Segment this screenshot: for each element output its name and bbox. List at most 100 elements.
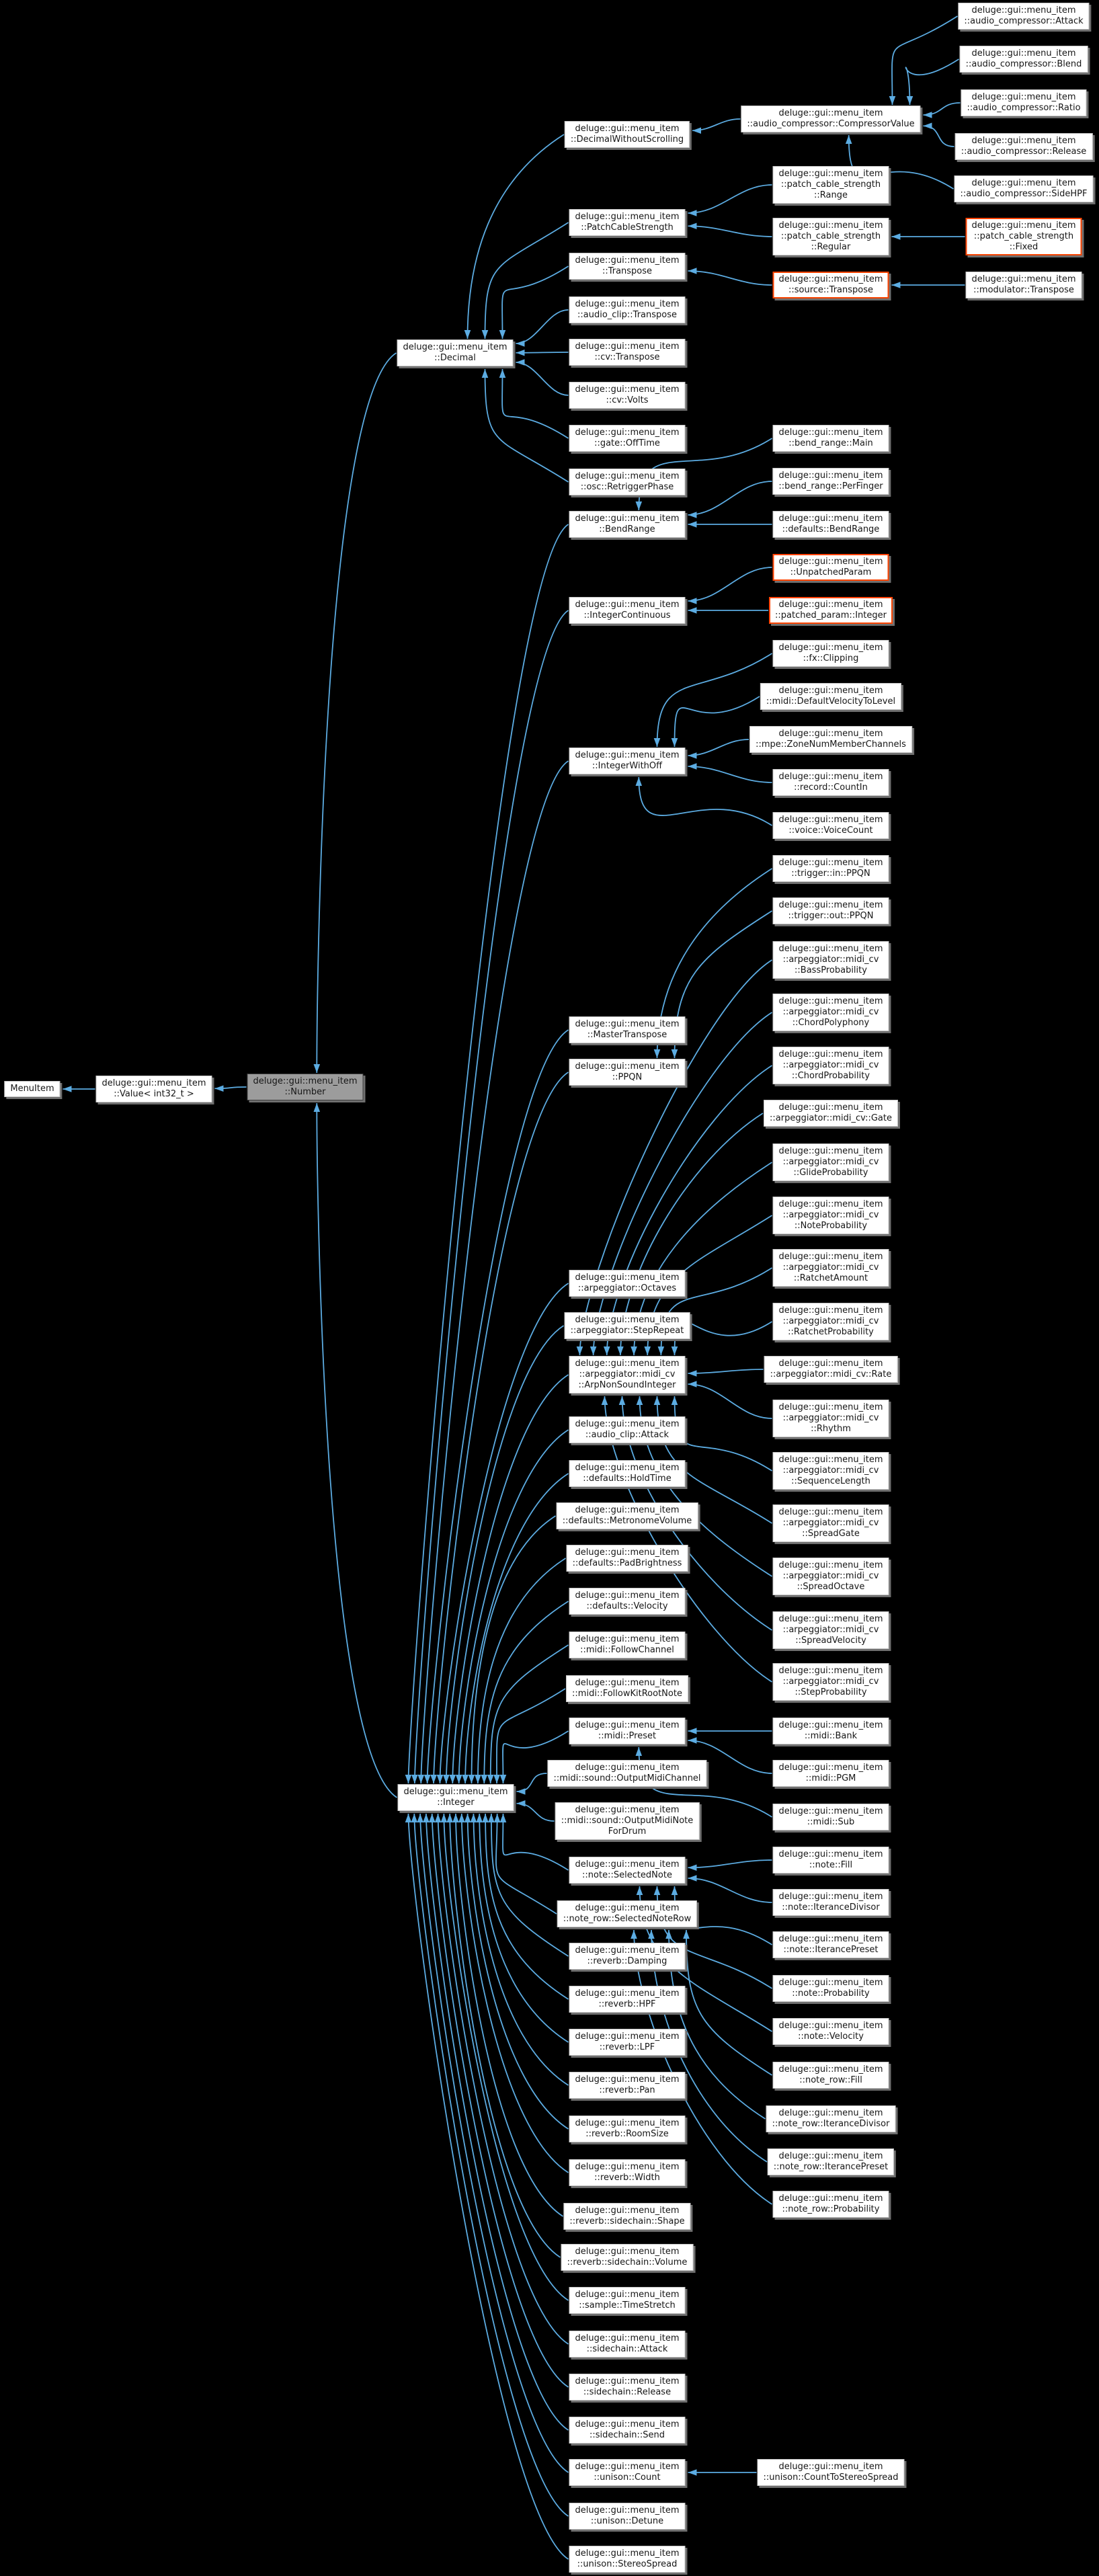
- class-node-src_t[interactable]: deluge::gui::menu_item::source::Transpos…: [772, 272, 889, 298]
- class-node-sc_send[interactable]: deluge::gui::menu_item::sidechain::Send: [569, 2417, 686, 2444]
- class-node-midi_fkrn[interactable]: deluge::gui::menu_item::midi::FollowKitR…: [566, 1675, 688, 1702]
- class-node-amc_ramt[interactable]: deluge::gui::menu_item::arpeggiator::mid…: [772, 1249, 889, 1287]
- class-node-integer[interactable]: deluge::gui::menu_item::Integer: [397, 1784, 514, 1811]
- class-node-aclip_atk[interactable]: deluge::gui::menu_item::audio_clip::Atta…: [569, 1416, 686, 1443]
- class-node-mod_t[interactable]: deluge::gui::menu_item::modulator::Trans…: [965, 272, 1082, 298]
- class-node-note_prob[interactable]: deluge::gui::menu_item::note::Probabilit…: [772, 1975, 889, 2002]
- class-node-note_vel[interactable]: deluge::gui::menu_item::note::Velocity: [772, 2018, 889, 2045]
- class-node-midi_omnfd[interactable]: deluge::gui::menu_item::midi::sound::Out…: [555, 1802, 700, 1840]
- class-node-cv_t[interactable]: deluge::gui::menu_item::cv::Transpose: [569, 339, 686, 366]
- class-node-rev_scs[interactable]: deluge::gui::menu_item::reverb::sidechai…: [563, 2203, 691, 2230]
- class-node-ac_shpf[interactable]: deluge::gui::menu_item::audio_compressor…: [954, 175, 1094, 202]
- class-node-gate_off[interactable]: deluge::gui::menu_item::gate::OffTime: [569, 425, 686, 452]
- class-node-midi_pgm[interactable]: deluge::gui::menu_item::midi::PGM: [772, 1760, 889, 1787]
- class-node-amc_sgate[interactable]: deluge::gui::menu_item::arpeggiator::mid…: [772, 1504, 889, 1542]
- class-node-value[interactable]: deluge::gui::menu_item::Value< int32_t >: [95, 1076, 212, 1102]
- class-node-midi_bank[interactable]: deluge::gui::menu_item::midi::Bank: [772, 1718, 889, 1744]
- class-node-uni_count[interactable]: deluge::gui::menu_item::unison::Count: [569, 2459, 686, 2486]
- class-node-pp_int[interactable]: deluge::gui::menu_item::patched_param::I…: [769, 597, 893, 624]
- class-node-ac_blend[interactable]: deluge::gui::menu_item::audio_compressor…: [959, 46, 1088, 73]
- class-node-midi_preset[interactable]: deluge::gui::menu_item::midi::Preset: [569, 1718, 686, 1744]
- class-node-smp_ts[interactable]: deluge::gui::menu_item::sample::TimeStre…: [569, 2287, 686, 2314]
- class-node-uni_det[interactable]: deluge::gui::menu_item::unison::Detune: [569, 2503, 686, 2530]
- class-node-note_ip[interactable]: deluge::gui::menu_item::note::IterancePr…: [772, 1931, 889, 1958]
- class-node-menuitem[interactable]: MenuItem: [4, 1081, 60, 1097]
- class-node-br_pf[interactable]: deluge::gui::menu_item::bend_range::PerF…: [772, 468, 889, 495]
- class-node-mastertr[interactable]: deluge::gui::menu_item::MasterTranspose: [569, 1016, 686, 1043]
- class-node-dws[interactable]: deluge::gui::menu_item::DecimalWithoutSc…: [564, 121, 690, 148]
- class-node-midi_dvtl[interactable]: deluge::gui::menu_item::midi::DefaultVel…: [760, 683, 902, 710]
- class-node-amc_rprob[interactable]: deluge::gui::menu_item::arpeggiator::mid…: [772, 1303, 889, 1340]
- class-node-note_fill[interactable]: deluge::gui::menu_item::note::Fill: [772, 1847, 889, 1874]
- class-node-rev_w[interactable]: deluge::gui::menu_item::reverb::Width: [569, 2159, 686, 2186]
- class-node-arpnsi[interactable]: deluge::gui::menu_item::arpeggiator::mid…: [569, 1356, 686, 1394]
- class-node-uni_ss[interactable]: deluge::gui::menu_item::unison::StereoSp…: [569, 2546, 686, 2573]
- class-node-arp_sr[interactable]: deluge::gui::menu_item::arpeggiator::Ste…: [564, 1312, 690, 1339]
- class-node-amc_sprob[interactable]: deluge::gui::menu_item::arpeggiator::mid…: [772, 1663, 889, 1701]
- class-node-br_main[interactable]: deluge::gui::menu_item::bend_range::Main: [772, 425, 889, 452]
- class-node-pcs_range[interactable]: deluge::gui::menu_item::patch_cable_stre…: [772, 166, 889, 204]
- class-node-midi_sub[interactable]: deluge::gui::menu_item::midi::Sub: [772, 1804, 889, 1830]
- class-node-mpe_znmc[interactable]: deluge::gui::menu_item::mpe::ZoneNumMemb…: [749, 726, 912, 753]
- class-node-trig_in[interactable]: deluge::gui::menu_item::trigger::in::PPQ…: [772, 855, 889, 882]
- class-node-def_vel[interactable]: deluge::gui::menu_item::defaults::Veloci…: [569, 1588, 686, 1615]
- class-node-amc_gate[interactable]: deluge::gui::menu_item::arpeggiator::mid…: [764, 1100, 898, 1127]
- class-node-amc_glide[interactable]: deluge::gui::menu_item::arpeggiator::mid…: [772, 1143, 889, 1181]
- class-node-ppqn[interactable]: deluge::gui::menu_item::PPQN: [569, 1059, 686, 1086]
- class-node-note_sel[interactable]: deluge::gui::menu_item::note::SelectedNo…: [569, 1857, 686, 1884]
- class-node-rev_damp[interactable]: deluge::gui::menu_item::reverb::Damping: [569, 1943, 686, 1970]
- class-node-cv_v[interactable]: deluge::gui::menu_item::cv::Volts: [569, 382, 686, 409]
- class-node-osc_rp[interactable]: deluge::gui::menu_item::osc::RetriggerPh…: [569, 469, 686, 495]
- class-node-sc_atk[interactable]: deluge::gui::menu_item::sidechain::Attac…: [569, 2331, 686, 2358]
- class-node-intwoff[interactable]: deluge::gui::menu_item::IntegerWithOff: [569, 748, 686, 774]
- class-node-bendrange[interactable]: deluge::gui::menu_item::BendRange: [569, 511, 686, 538]
- class-node-ac_atk[interactable]: deluge::gui::menu_item::audio_compressor…: [958, 3, 1090, 30]
- class-node-transpose[interactable]: deluge::gui::menu_item::Transpose: [569, 253, 686, 280]
- class-node-def_mv[interactable]: deluge::gui::menu_item::defaults::Metron…: [556, 1502, 698, 1529]
- class-node-amc_rhythm[interactable]: deluge::gui::menu_item::arpeggiator::mid…: [772, 1400, 889, 1437]
- class-node-nr_prob[interactable]: deluge::gui::menu_item::note_row::Probab…: [772, 2191, 889, 2218]
- class-node-unpatched[interactable]: deluge::gui::menu_item::UnpatchedParam: [772, 554, 889, 581]
- class-node-amc_seqlen[interactable]: deluge::gui::menu_item::arpeggiator::mid…: [772, 1452, 889, 1490]
- class-node-def_pb[interactable]: deluge::gui::menu_item::defaults::PadBri…: [566, 1545, 688, 1572]
- class-node-intcont[interactable]: deluge::gui::menu_item::IntegerContinuou…: [569, 597, 686, 624]
- class-node-rev_scv[interactable]: deluge::gui::menu_item::reverb::sidechai…: [561, 2244, 694, 2271]
- class-node-nr_sel[interactable]: deluge::gui::menu_item::note_row::Select…: [557, 1900, 698, 1927]
- class-node-midi_omc[interactable]: deluge::gui::menu_item::midi::sound::Out…: [547, 1760, 707, 1787]
- class-node-uni_ctss[interactable]: deluge::gui::menu_item::unison::CountToS…: [757, 2459, 905, 2486]
- class-node-ac_rel[interactable]: deluge::gui::menu_item::audio_compressor…: [954, 133, 1093, 160]
- class-node-amc_cpoly[interactable]: deluge::gui::menu_item::arpeggiator::mid…: [772, 994, 889, 1031]
- class-node-rev_rs[interactable]: deluge::gui::menu_item::reverb::RoomSize: [569, 2116, 686, 2142]
- class-node-amc_bass[interactable]: deluge::gui::menu_item::arpeggiator::mid…: [772, 941, 889, 979]
- class-node-decimal[interactable]: deluge::gui::menu_item::Decimal: [397, 339, 514, 366]
- class-node-arp_oct[interactable]: deluge::gui::menu_item::arpeggiator::Oct…: [569, 1270, 686, 1297]
- class-node-amc_soct[interactable]: deluge::gui::menu_item::arpeggiator::mid…: [772, 1558, 889, 1595]
- class-node-amc_svel[interactable]: deluge::gui::menu_item::arpeggiator::mid…: [772, 1611, 889, 1649]
- class-node-nr_ip[interactable]: deluge::gui::menu_item::note_row::Iteran…: [767, 2148, 895, 2175]
- class-node-note_id[interactable]: deluge::gui::menu_item::note::IteranceDi…: [772, 1889, 889, 1916]
- class-node-sc_rel[interactable]: deluge::gui::menu_item::sidechain::Relea…: [569, 2374, 686, 2401]
- class-node-amc_rate[interactable]: deluge::gui::menu_item::arpeggiator::mid…: [764, 1356, 898, 1383]
- class-node-number[interactable]: deluge::gui::menu_item::Number: [247, 1074, 364, 1100]
- class-node-def_ht[interactable]: deluge::gui::menu_item::defaults::HoldTi…: [569, 1460, 686, 1487]
- class-node-pcs_reg[interactable]: deluge::gui::menu_item::patch_cable_stre…: [772, 218, 889, 255]
- class-node-voice_vc[interactable]: deluge::gui::menu_item::voice::VoiceCoun…: [772, 812, 889, 839]
- inheritance-edge: [479, 1813, 569, 2043]
- class-node-pcs[interactable]: deluge::gui::menu_item::PatchCableStreng…: [569, 209, 686, 236]
- class-node-midi_fc[interactable]: deluge::gui::menu_item::midi::FollowChan…: [569, 1632, 686, 1658]
- class-node-pcs_fixed[interactable]: deluge::gui::menu_item::patch_cable_stre…: [965, 218, 1082, 255]
- class-node-rev_hpf[interactable]: deluge::gui::menu_item::reverb::HPF: [569, 1986, 686, 2013]
- class-node-nr_fill[interactable]: deluge::gui::menu_item::note_row::Fill: [772, 2062, 889, 2089]
- class-node-ac_ratio[interactable]: deluge::gui::menu_item::audio_compressor…: [961, 89, 1087, 116]
- class-node-trig_out[interactable]: deluge::gui::menu_item::trigger::out::PP…: [772, 897, 889, 924]
- class-node-aclip_t[interactable]: deluge::gui::menu_item::audio_clip::Tran…: [569, 296, 686, 323]
- class-node-amc_cprob[interactable]: deluge::gui::menu_item::arpeggiator::mid…: [772, 1047, 889, 1084]
- class-node-rev_pan[interactable]: deluge::gui::menu_item::reverb::Pan: [569, 2072, 686, 2099]
- class-node-nr_id[interactable]: deluge::gui::menu_item::note_row::Iteran…: [766, 2105, 896, 2132]
- class-node-fx_clip[interactable]: deluge::gui::menu_item::fx::Clipping: [772, 640, 889, 667]
- class-node-rec_ci[interactable]: deluge::gui::menu_item::record::CountIn: [772, 769, 889, 796]
- class-node-compval[interactable]: deluge::gui::menu_item::audio_compressor…: [741, 106, 921, 132]
- class-node-amc_noteprob[interactable]: deluge::gui::menu_item::arpeggiator::mid…: [772, 1197, 889, 1234]
- class-node-def_br[interactable]: deluge::gui::menu_item::defaults::BendRa…: [772, 511, 889, 538]
- class-node-rev_lpf[interactable]: deluge::gui::menu_item::reverb::LPF: [569, 2029, 686, 2056]
